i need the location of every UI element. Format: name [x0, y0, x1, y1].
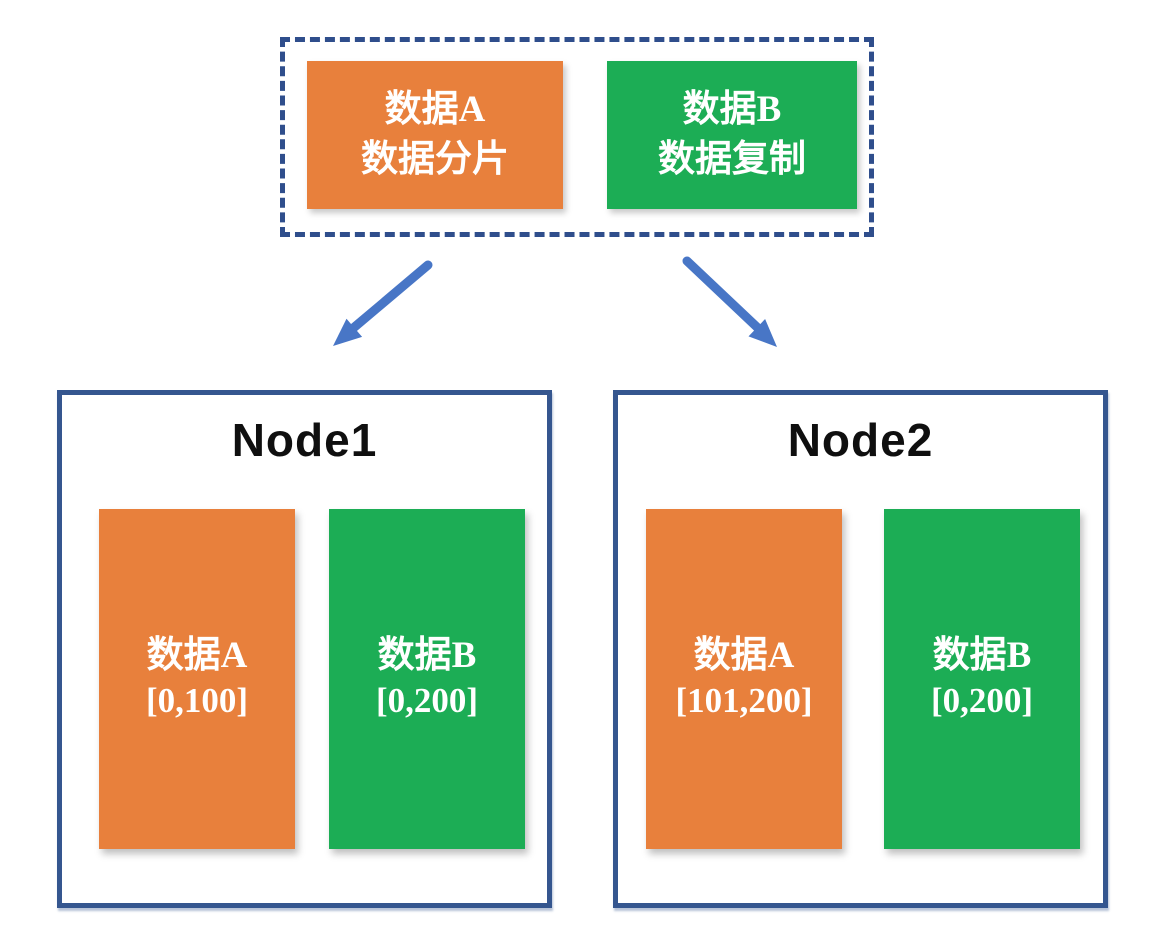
source-shard-line2: 数据分片 [361, 139, 509, 180]
arrow-to-node2 [682, 256, 777, 347]
node2-data-a-range: [101,200] [675, 681, 813, 721]
node1-data-b-range: [0,200] [375, 681, 479, 721]
node2-data-b-range: [0,200] [930, 681, 1034, 721]
node2-title: Node2 [787, 414, 934, 466]
node1-data-b-block: 数据B [0,200] [329, 509, 525, 849]
source-replica-line1: 数据B [682, 89, 782, 131]
node1-data-b-label: 数据B [377, 635, 477, 677]
source-replica-box: 数据B 数据复制 [607, 61, 857, 209]
node1-title: Node1 [231, 414, 378, 466]
arrow-to-node2-head [748, 319, 777, 347]
arrow-to-node1 [333, 260, 433, 346]
source-shard-box: 数据A 数据分片 [307, 61, 563, 209]
node2-data-a-label: 数据A [693, 635, 795, 677]
source-replica-line2: 数据复制 [658, 139, 806, 180]
source-shard-line1: 数据A [384, 89, 486, 131]
node1-data-a-block: 数据A [0,100] [99, 509, 295, 849]
node2-data-b-label: 数据B [932, 635, 1032, 677]
arrow-to-node1-head [333, 318, 363, 346]
node1-box: Node1 数据A [0,100] 数据B [0,200] [57, 390, 552, 908]
source-data-group: 数据A 数据分片 数据B 数据复制 [280, 37, 874, 237]
node2-data-a-block: 数据A [101,200] [646, 509, 842, 849]
arrow-to-node1-shaft [346, 260, 433, 335]
node2-data-b-block: 数据B [0,200] [884, 509, 1080, 849]
node2-box: Node2 数据A [101,200] 数据B [0,200] [613, 390, 1108, 908]
node1-data-a-range: [0,100] [145, 681, 249, 721]
arrow-to-node2-shaft [682, 256, 765, 335]
node1-data-a-label: 数据A [146, 635, 248, 677]
